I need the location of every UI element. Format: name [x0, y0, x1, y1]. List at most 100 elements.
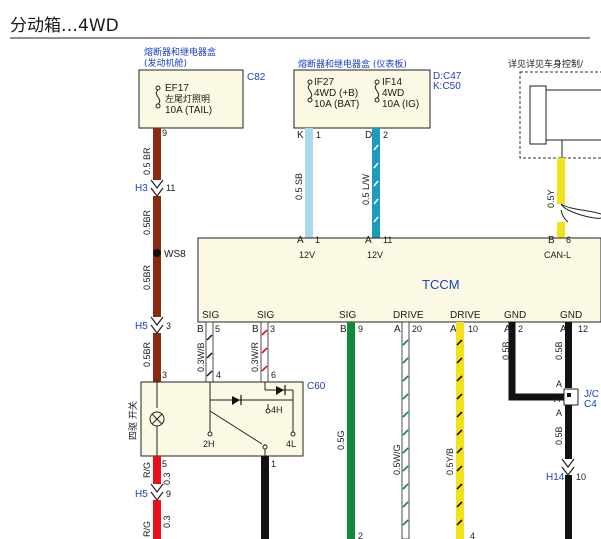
- tccm-name: TCCM: [422, 277, 460, 292]
- wire-label-wb: 0.3W/B: [196, 342, 206, 372]
- fuse-if27-name: IF27: [314, 77, 334, 88]
- tccm-top-pin2-num: 11: [383, 235, 392, 245]
- wire-stripe: [402, 357, 409, 364]
- h5a-connector-name: H5: [135, 321, 148, 332]
- wire-stripe: [456, 429, 463, 436]
- engine-fuse-box-label: 熔断器和继电器盒: [144, 46, 216, 58]
- wire-label-rg2-size: 0.3: [162, 515, 172, 528]
- fuse-if27-pin-letter: K: [297, 130, 304, 141]
- twisted-pair-icon: [560, 203, 601, 219]
- fuse-if14-terminal-bottom: [374, 97, 380, 103]
- h5b-connector-pin: 9: [166, 489, 171, 499]
- tccm-top-pin3-letter: B: [548, 235, 555, 246]
- wire-stripe: [456, 483, 463, 490]
- wire-stripe: [456, 375, 463, 382]
- wire-label-b2: 0.5B: [554, 341, 564, 360]
- h3-connector-pin: 11: [166, 183, 175, 193]
- tccm-top-pin3-label: CAN-L: [544, 250, 571, 260]
- switch-contact-4h: [265, 408, 271, 414]
- fuse-if14-pin-letter: D: [365, 130, 372, 141]
- wire-stripe: [402, 375, 409, 382]
- fuse-if14-pin: 2: [383, 130, 388, 140]
- tccm-bottom-pin4-letter: A: [394, 324, 401, 335]
- bottom-pin-2: 2: [358, 531, 363, 539]
- green-wire: [347, 322, 355, 539]
- fuse-if14-rating: 10A (IG): [382, 99, 419, 110]
- fuse-ef17-terminal-bottom: [155, 103, 161, 109]
- switch-pin-top1: 3: [162, 370, 167, 380]
- switch-pivot: [262, 444, 268, 450]
- fuse-if14-desc: 4WD: [382, 88, 404, 99]
- wire-label-sb: 0.5 SB: [294, 173, 304, 200]
- switch-code: C60: [307, 381, 326, 392]
- fuse-ef17-desc: 左尾灯照明: [165, 93, 210, 105]
- wire-label-wg: 0.5W/G: [392, 444, 402, 475]
- fuse-if27-desc: 4WD (+B): [314, 88, 358, 99]
- bottom-pin-4: 4: [470, 531, 475, 539]
- ground-wire-2: [565, 322, 572, 388]
- wire-stripe: [456, 465, 463, 472]
- wire-label-br4: 0.5BR: [142, 341, 152, 367]
- switch-contact-4l: [290, 431, 296, 437]
- wire-stripe: [402, 483, 409, 490]
- fuse-if14-name: IF14: [382, 77, 402, 88]
- fuse-ef17-pin: 9: [162, 128, 167, 138]
- yellow-black-wire: [456, 322, 464, 539]
- diagram-title: 分动箱…4WD: [10, 16, 119, 36]
- wire-stripe: [456, 339, 463, 346]
- wire-stripe: [456, 357, 463, 364]
- tccm-top-pin2-letter: A: [365, 235, 372, 246]
- diode-icon-1: [232, 396, 240, 405]
- wire-label-y: 0.5Y: [546, 189, 556, 208]
- dash-fuse-box-label: 熔断器和继电器盒 (仪表板): [298, 58, 407, 70]
- joint-pin-a3: A: [556, 408, 562, 418]
- switch-pin-top2: 4: [216, 370, 221, 380]
- fuse-if27-rating: 10A (BAT): [314, 99, 359, 110]
- dash-fuse-box-code2: K:C50: [433, 81, 461, 92]
- fuse-ef17-name: EF17: [165, 83, 189, 94]
- reference-note: 详见详见车身控制/: [508, 58, 584, 70]
- fuse-if14-icon: [374, 83, 380, 99]
- tccm-bottom-pin6-letter: A: [504, 324, 511, 335]
- white-green-wire-stripes: [402, 339, 409, 526]
- h5b-connector-name: H5: [135, 489, 148, 500]
- tccm-top-pin2-label: 12V: [367, 250, 383, 260]
- tccm-bottom-pin3-label: SIG: [339, 310, 356, 321]
- switch-output-wire: [261, 456, 269, 539]
- white-black-wire-stripes: [206, 334, 213, 377]
- fuse-ef17-rating: 10A (TAIL): [165, 105, 212, 116]
- wire-label-g: 0.5G: [336, 430, 346, 450]
- tccm-top-pin1-num: 1: [315, 235, 320, 245]
- tccm-bottom-pin2-num: 3: [270, 324, 275, 334]
- wire-stripe: [402, 339, 409, 346]
- tccm-top-pin1-label: 12V: [299, 250, 315, 260]
- wire-label-rg1: R/G: [142, 462, 152, 478]
- ground-wire-4: [565, 475, 572, 539]
- reference-connector: [529, 85, 547, 145]
- fuse-if27-terminal-bottom: [307, 97, 313, 103]
- tccm-bottom-pin3-letter: B: [340, 324, 347, 335]
- tccm-bottom-pin6-label: GND: [504, 310, 526, 321]
- tccm-bottom-pin6-num: 2: [518, 324, 523, 334]
- switch-pin-top3: 6: [271, 370, 276, 380]
- tccm-bottom-pin7-letter: A: [560, 324, 567, 335]
- wire-stripe: [402, 429, 409, 436]
- h14-connector-name: H14: [546, 472, 565, 483]
- h14-connector-pin: 10: [576, 472, 586, 482]
- white-red-wire-stripes: [261, 329, 268, 372]
- tccm-bottom-pin7-num: 12: [578, 324, 588, 334]
- h5b-connector-icon: [150, 483, 164, 501]
- wire-stripe: [456, 501, 463, 508]
- wire-stripe: [456, 447, 463, 454]
- switch-pin-bottom1: 5: [162, 459, 167, 469]
- wire-label-yb: 0.5Y/B: [445, 448, 455, 475]
- engine-fuse-box-code: C82: [247, 72, 266, 83]
- switch-position-2h: 2H: [203, 439, 215, 449]
- wire-stripe: [456, 393, 463, 400]
- h5a-connector-pin: 3: [166, 321, 171, 331]
- ground-wire-3: [565, 405, 572, 459]
- tccm-bottom-pin5-label: DRIVE: [450, 310, 481, 321]
- diode-icon-2: [276, 386, 284, 395]
- switch-internal-circuit: [149, 382, 294, 456]
